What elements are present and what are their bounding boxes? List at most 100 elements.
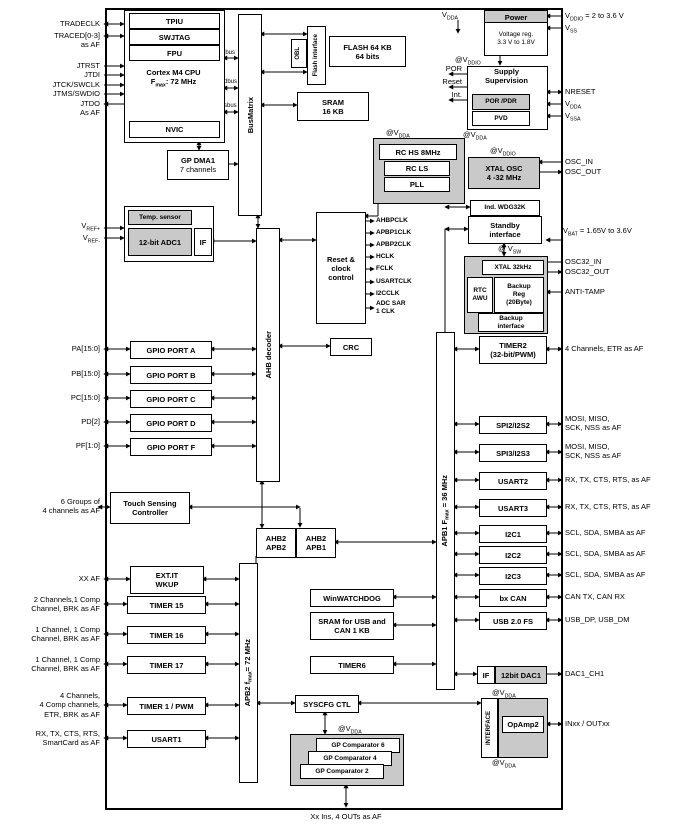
supply-supervision-title: Supply Supervision [485, 67, 528, 86]
pin-usb-af: USB_DP, USB_DM [565, 615, 630, 624]
pin-pa: PA[15:0] [71, 344, 100, 353]
block-standby-interface: Standby interface [468, 216, 542, 244]
pin-i2c2-af: SCL, SDA, SMBA as AF [565, 549, 646, 558]
pin-dac1-ch1: DAC1_CH1 [565, 669, 605, 678]
block-syscfg: SYSCFG CTL [295, 695, 359, 713]
block-usart2: USART2 [479, 472, 547, 490]
pin-comparator-af: Xx Ins, 4 OUTs as AF [310, 812, 382, 821]
block-ind-wdg: Ind. WDG32K [470, 200, 540, 216]
block-rc-ls: RC LS [384, 161, 450, 176]
pin-vdd: VDDIO = 2 to 3.6 V [565, 11, 624, 23]
pin-tim17-af: 1 Channel, 1 Comp Channel, BRK as AF [31, 655, 100, 674]
pin-opamp-af: INxx / OUTxx [565, 719, 610, 728]
gp-dma1-title: GP DMA1 [180, 156, 216, 165]
block-usb: USB 2.0 FS [479, 612, 547, 630]
label-int-out: Int. [451, 90, 462, 99]
pin-vbat: VBAT = 1.65V to 3.6V [563, 226, 632, 238]
block-swjtag: SWJTAG [129, 29, 220, 45]
block-rtc-awu: RTC AWU [467, 277, 493, 313]
block-sram-usb-can: SRAM for USB and CAN 1 KB [310, 612, 394, 640]
block-gpio-port-b: GPIO PORT B [130, 366, 212, 384]
block-exti-wkup: EXT.IT WKUP [130, 566, 204, 594]
label-at-vdda-comp: @VDDA [338, 724, 362, 736]
pin-timer2-af: 4 Channels, ETR as AF [565, 344, 644, 353]
label-clk-adcclk: ADC SAR 1 CLK [376, 300, 406, 316]
block-usart3: USART3 [479, 499, 547, 517]
label-at-vsw: @ VSW [498, 244, 522, 256]
label-ibus: ibus [224, 50, 236, 56]
label-clk-ahbpclk: AHBPCLK [376, 217, 408, 224]
block-i2c2: I2C2 [479, 546, 547, 564]
block-gpio-port-f: GPIO PORT F [130, 438, 212, 456]
block-timer15: TIMER 15 [127, 596, 206, 614]
block-spi2-i2s2: SPI2/I2S2 [479, 416, 547, 434]
label-clk-hclk: HCLK [376, 253, 395, 260]
block-gpio-port-a: GPIO PORT A [130, 341, 212, 359]
block-bxcan: bx CAN [479, 589, 547, 607]
label-dbus: dbus [224, 79, 238, 85]
block-backup-interface: Backup interface [478, 313, 544, 332]
pin-usart1-af: RX, TX, CTS, RTS, SmartCard as AF [35, 729, 100, 748]
pin-pd: PD[2] [81, 417, 100, 426]
block-sram: SRAM 16 KB [297, 92, 369, 121]
pin-pc: PC[15:0] [70, 393, 100, 402]
block-touch-sensing: Touch Sensing Controller [110, 492, 190, 524]
block-por-pdr: POR /PDR [472, 94, 530, 110]
block-gpio-port-d: GPIO PORT D [130, 414, 212, 432]
pin-i2c1-af: SCL, SDA, SMBA as AF [565, 528, 646, 537]
label-por-out: POR [445, 64, 462, 73]
block-wwdg: WinWATCHDOG [310, 589, 394, 607]
label-at-vdda-opamp-top: @VDDA [492, 688, 516, 700]
label-at-vdda-rc: @VDDA [386, 128, 410, 140]
label-clk-apbp2clk: APBP2CLK [376, 241, 412, 248]
block-adc-if: IF [194, 228, 212, 256]
block-spi3-i2s3: SPI3/I2S3 [479, 444, 547, 462]
block-dac1: 12bit DAC1 [495, 666, 547, 684]
block-rc-hs: RC HS 8MHz [379, 144, 457, 160]
pin-tsc-groups: 6 Groups of 4 channels as AF [42, 497, 100, 516]
block-dac-if: IF [477, 666, 495, 684]
pin-vref: VREF+ VREF- [81, 221, 100, 245]
pin-pb: PB[15:0] [71, 369, 100, 378]
label-reset-out: Reset [442, 77, 462, 86]
pin-vdda: VDDA [565, 99, 582, 111]
block-comparator2: GP Comparator 2 [300, 764, 384, 779]
pin-spi2-af: MOSI, MISO, SCK, NSS as AF [565, 414, 622, 433]
block-cortex-core: Cortex M4 CPU Fmax: 72 MHz [146, 68, 201, 89]
pin-pf: PF[1:0] [75, 441, 100, 450]
block-reset-clock-control: Reset & clock control [316, 212, 366, 324]
pin-usart3-af: RX, TX, CTS, RTS, as AF [565, 502, 651, 511]
pin-jtck-swclk: JTCK/SWCLK [52, 80, 100, 89]
block-ahb2-apb2: AHB2 APB2 [256, 528, 296, 558]
block-fpu: FPU [129, 45, 220, 61]
label-at-vdda-supply: @VDDA [463, 130, 487, 142]
block-ahb2-apb1: AHB2 APB1 [296, 528, 336, 558]
pin-tim16-af: 1 Channel, 1 Comp Channel, BRK as AF [31, 625, 100, 644]
block-voltage-regulator: Voltage reg. 3.3 V to 1.8V [484, 22, 548, 56]
label-clk-apbp1clk: APBP1CLK [376, 229, 412, 236]
pin-usart2-af: RX, TX, CTS, RTS, as AF [565, 475, 651, 484]
pin-anti-tamp: ANTI-TAMP [565, 287, 605, 296]
gp-dma1-channels: 7 channels [179, 165, 217, 174]
pin-nreset: NRESET [565, 87, 596, 96]
block-apb2-bus: APB2 fmax= 72 MHz [239, 563, 258, 783]
block-obl: OBL [291, 39, 307, 68]
pin-osc-in: OSC_IN [565, 157, 593, 166]
block-timer16: TIMER 16 [127, 626, 206, 644]
pin-tim1-af: 4 Channels, 4 Comp channels, ETR, BRK as… [39, 691, 100, 719]
block-gpio-port-c: GPIO PORT C [130, 390, 212, 408]
block-timer17: TIMER 17 [127, 656, 206, 674]
block-temp-sensor: Temp. sensor [128, 210, 192, 225]
pin-vssa: VSSA [565, 111, 581, 123]
pin-i2c3-af: SCL, SDA, SMBA as AF [565, 570, 646, 579]
label-at-vddio-xtal: @VDDIO [490, 146, 516, 158]
block-backup-registers: Backup Reg (20Byte) [494, 277, 544, 313]
block-timer6: TIMER6 [310, 656, 394, 674]
pin-vss: VSS [565, 23, 578, 35]
block-i2c3: I2C3 [479, 567, 547, 585]
pin-tim15-af: 2 Channels,1 Comp Channel, BRK as AF [31, 595, 100, 614]
block-adc1: 12-bit ADC1 [128, 228, 192, 256]
block-pvd: PVD [472, 111, 530, 126]
